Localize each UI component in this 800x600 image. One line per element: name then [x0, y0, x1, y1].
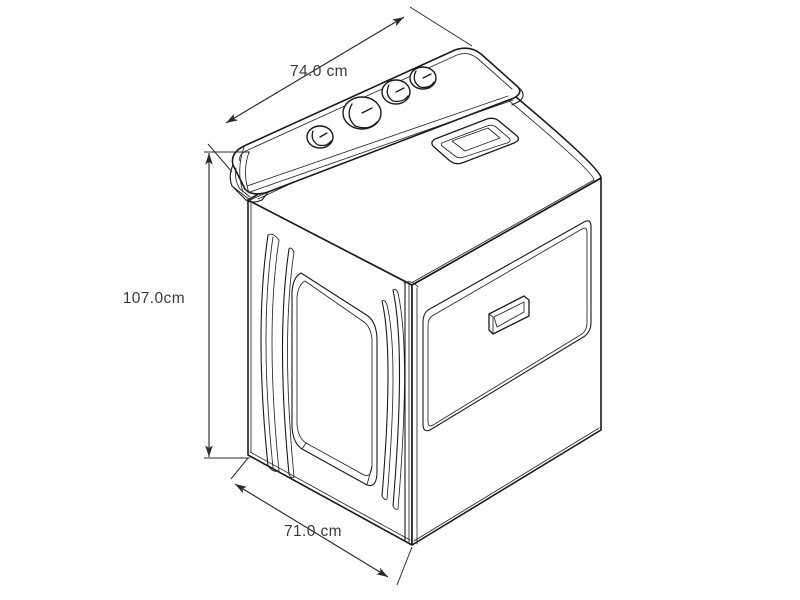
front-door-window-bevel — [301, 442, 307, 450]
console-right-wrap — [511, 86, 524, 106]
front-door-rib-inner-right — [381, 300, 389, 497]
side-door-group[interactable] — [422, 220, 592, 432]
front-door-rib-inner-left — [281, 248, 290, 475]
console-lower-edge-2 — [249, 99, 514, 193]
front-door-rib-cap-bottom-right2 — [392, 505, 399, 510]
console-left-endcap-fold2 — [239, 146, 245, 193]
dim-width-ext-left — [207, 143, 233, 173]
side-door-inner-line — [427, 227, 588, 427]
front-door-rib-inner-right-b — [386, 304, 394, 500]
lid-handle-recess-outer — [431, 117, 520, 165]
front-door-rib-cap-top-left2 — [288, 247, 295, 253]
console-left-endcap-fold — [235, 167, 251, 198]
dim-depth-ext-left — [230, 457, 249, 480]
front-door-rib-outer-right — [392, 289, 401, 507]
side-door-latch-edge — [488, 313, 494, 335]
dim-width-label: 74.0 cm — [290, 63, 348, 80]
dimension-depth-71: 71.0 cm — [230, 457, 413, 586]
side-door-latch[interactable] — [488, 295, 530, 335]
cabinet-bottom-side-edge — [413, 427, 600, 542]
front-door-rib-outer-left — [260, 234, 269, 467]
dim-depth-label: 71.0 cm — [284, 523, 342, 540]
front-door-window-bevel-2 — [366, 465, 373, 486]
front-door-rib-cap-bottom-left2 — [288, 473, 295, 478]
appliance-body-group — [229, 47, 602, 546]
control-knob-4[interactable] — [409, 66, 437, 90]
front-door-window-inner — [296, 280, 373, 476]
front-door-rib-outer-left-b — [265, 236, 274, 469]
lid-handle-group[interactable] — [431, 117, 520, 165]
console-left-endcap-fold3 — [245, 151, 250, 194]
dim-height-label: 107.0cm — [123, 290, 185, 307]
console-left-endcap — [229, 164, 269, 203]
front-door-rib-cap-top-left — [267, 233, 280, 241]
dimension-height-107: 107.0cm — [123, 151, 250, 459]
dimension-width-74: 74.0 cm — [207, 6, 473, 173]
dim-width-ext-right — [409, 6, 473, 47]
console-top-highlight — [239, 53, 513, 162]
dim-depth-line — [234, 483, 389, 578]
control-knob-1[interactable] — [306, 125, 334, 149]
side-door-latch-body — [488, 295, 530, 335]
front-door-rib-outer-right-b — [397, 292, 405, 510]
lid-handle-grip — [451, 127, 501, 152]
corner-cap — [403, 281, 419, 288]
front-door-rib-cap-bottom-left — [267, 465, 280, 472]
control-knob-3[interactable] — [381, 79, 411, 105]
side-door-outline — [422, 220, 592, 432]
lid-handle-recess-inner — [440, 124, 511, 159]
front-door-rib-cap-top-right — [381, 300, 388, 306]
front-door-rib-cap-top-right2 — [392, 289, 399, 294]
side-door-latch-inner — [493, 301, 525, 328]
front-door-group[interactable] — [260, 233, 405, 510]
control-knob-2[interactable] — [342, 96, 382, 130]
front-door-rib-inner-left-b — [287, 251, 295, 478]
console-left-skirt — [231, 185, 267, 201]
dim-width-line — [225, 16, 405, 124]
dim-depth-ext-right — [396, 546, 413, 586]
front-door-rib-outer-left-c — [271, 239, 280, 472]
console-lower-edge — [246, 95, 509, 187]
